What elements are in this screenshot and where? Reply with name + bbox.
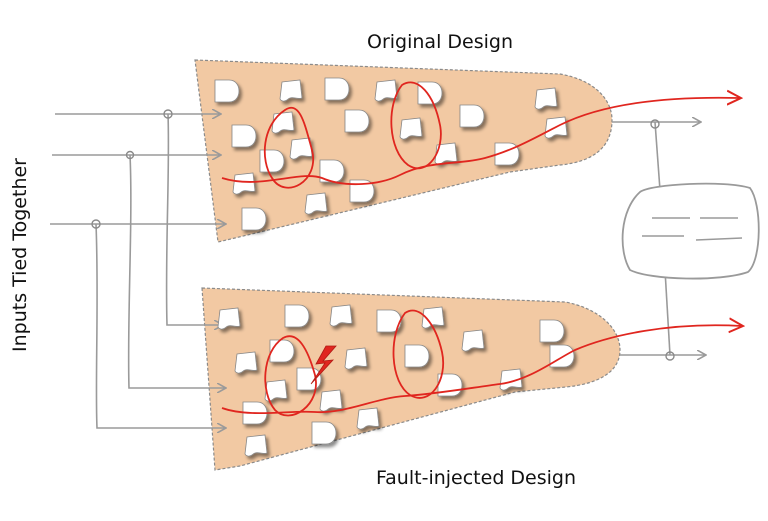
logic-gate-icon [232, 172, 256, 195]
logic-gate-icon [296, 367, 322, 391]
original-design-region [194, 59, 613, 243]
logic-gate-icon [289, 137, 313, 160]
logic-gate-icon [534, 87, 558, 110]
inputs-tied-together-label: Inputs Tied Together [9, 158, 31, 352]
logic-gate-icon [329, 304, 353, 327]
logic-gate-icon [461, 329, 485, 352]
logic-gate-icon [214, 79, 240, 103]
signal-paths [221, 81, 742, 417]
logic-gate-icon [417, 81, 443, 105]
lightning-bolt-icon [310, 345, 337, 385]
logic-gate-icon [459, 104, 485, 128]
logic-gate-icon [349, 179, 375, 203]
logic-gate-icon [304, 192, 328, 215]
logic-gate-icon [259, 149, 285, 173]
logic-gate-icon [356, 407, 380, 430]
logic-gate-icon [404, 344, 430, 368]
input-wires [50, 114, 705, 428]
logic-gate-icon [234, 351, 258, 374]
comparator-icon [621, 182, 760, 280]
original-design-title: Original Design [367, 31, 513, 53]
logic-gate-icon [344, 109, 370, 133]
logic-gate-icon [434, 142, 458, 165]
wire-junctions [91, 109, 675, 361]
logic-gate-icon [549, 344, 575, 368]
logic-gate-icon [324, 77, 350, 101]
logic-gate-icon [344, 347, 368, 370]
logic-gate-icon [421, 306, 445, 329]
logic-gate-icon [399, 117, 423, 140]
logic-gate-icon [244, 434, 268, 457]
logic-gate-icon [374, 79, 398, 102]
logic-gates [214, 77, 575, 457]
logic-gate-icon [539, 319, 565, 343]
fault-injected-design-region [201, 287, 621, 471]
logic-gate-icon [269, 339, 295, 363]
logic-gate-icon [284, 304, 310, 328]
logic-gate-icon [311, 421, 337, 445]
logic-gate-icon [271, 111, 295, 134]
logic-gate-icon [319, 389, 343, 412]
logic-gate-icon [279, 79, 303, 102]
logic-gate-icon [231, 124, 257, 148]
logic-gate-icon [264, 379, 288, 402]
logic-gate-icon [499, 368, 523, 391]
logic-gate-icon [241, 207, 267, 231]
fault-injected-design-title: Fault-injected Design [376, 467, 576, 489]
logic-gate-icon [217, 307, 241, 330]
